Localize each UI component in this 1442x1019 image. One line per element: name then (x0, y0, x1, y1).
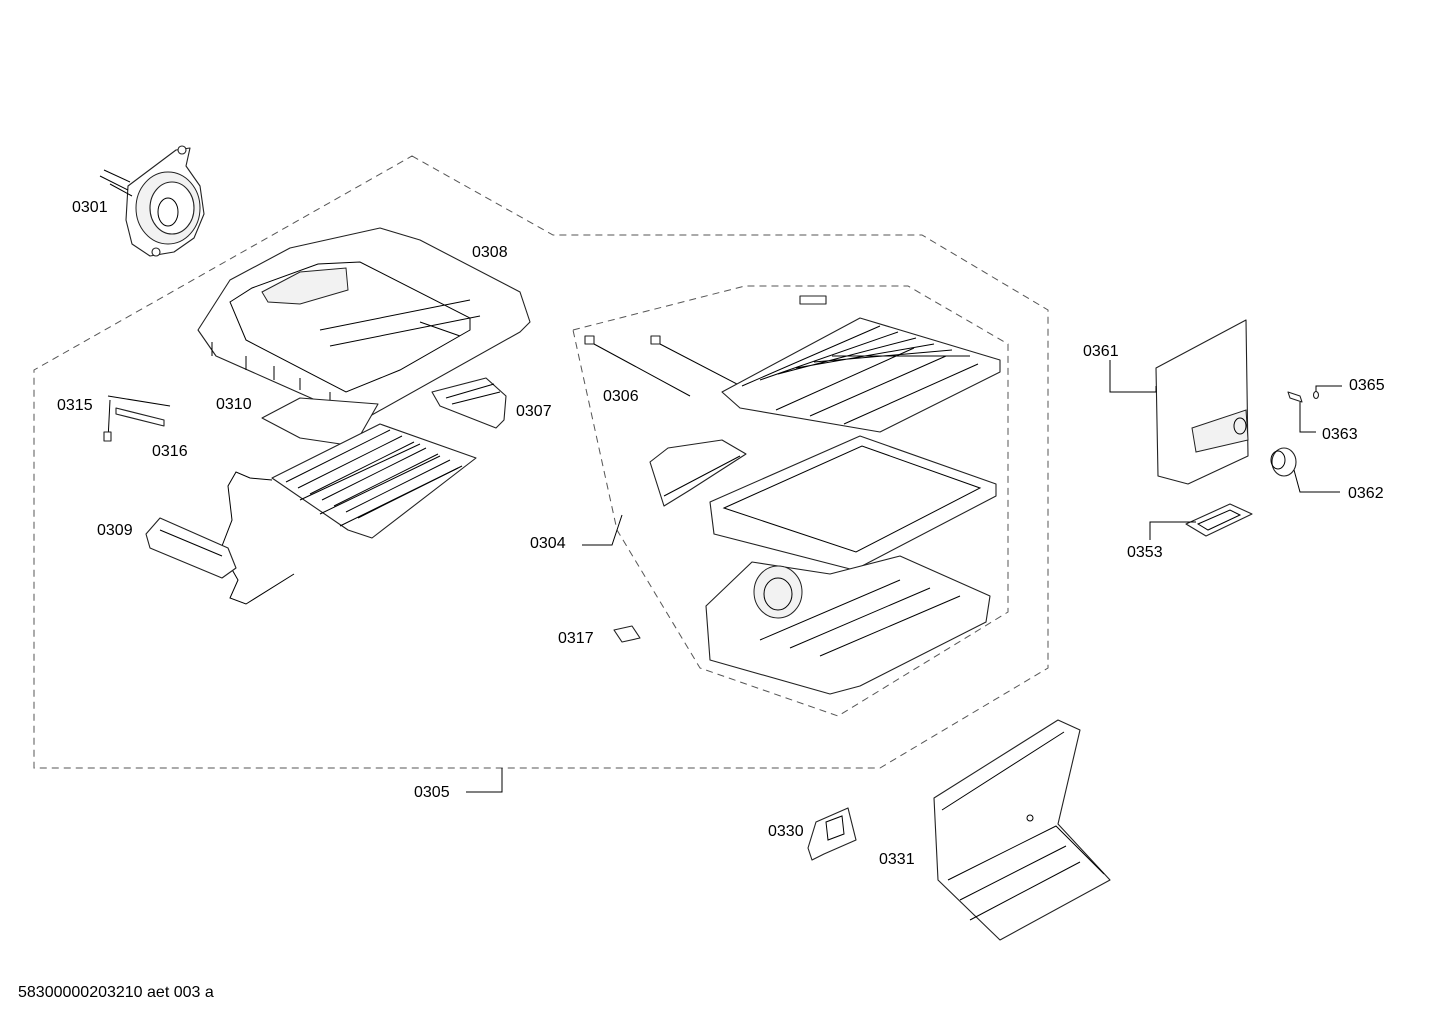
evaporator-cover-part-0308 (197, 227, 531, 419)
evaporator-rack (721, 295, 1001, 433)
heater-part-0309 (145, 517, 237, 579)
plate-part-0310 (261, 397, 379, 447)
gasket-part-0353 (1185, 503, 1253, 537)
clip-part-0316 (115, 407, 165, 427)
chute-part-0331 (933, 719, 1111, 941)
label-0310: 0310 (216, 396, 252, 413)
housing-part-0304 (705, 555, 991, 695)
leader-lines (466, 360, 1342, 793)
knob-part-0362 (1270, 447, 1297, 477)
group-0305-outline (33, 155, 1049, 769)
document-id: 58300000203210 aet 003 a (18, 984, 214, 1001)
fan-motor-part-0301 (99, 145, 205, 257)
sensor-part-0315 (103, 395, 171, 442)
bracket-part-0307 (431, 377, 507, 429)
bracket-left-part (649, 439, 747, 507)
label-0309: 0309 (97, 522, 133, 539)
label-0306: 0306 (603, 388, 639, 405)
label-0365: 0365 (1349, 377, 1385, 394)
label-0305: 0305 (414, 784, 450, 801)
label-0361: 0361 (1083, 343, 1119, 360)
label-0304: 0304 (530, 535, 566, 552)
label-0317: 0317 (558, 630, 594, 647)
group-0304-outline (572, 285, 1009, 717)
label-0301: 0301 (72, 199, 108, 216)
label-0316: 0316 (152, 443, 188, 460)
label-0363: 0363 (1322, 426, 1358, 443)
label-0353: 0353 (1127, 544, 1163, 561)
clip-part-0317 (613, 625, 641, 643)
bracket-part-0330 (807, 807, 857, 861)
washer-part-0365 (1312, 390, 1320, 400)
tray-part-0304 (709, 435, 997, 571)
label-0308: 0308 (472, 244, 508, 261)
screw-part-0363 (1287, 391, 1303, 403)
label-0330: 0330 (768, 823, 804, 840)
wire-harness-part-0306 (584, 335, 761, 397)
label-0331: 0331 (879, 851, 915, 868)
label-0307: 0307 (516, 403, 552, 420)
evaporator-coil (221, 423, 477, 605)
cover-part-0361 (1155, 319, 1249, 485)
label-0362: 0362 (1348, 485, 1384, 502)
label-0315: 0315 (57, 397, 93, 414)
